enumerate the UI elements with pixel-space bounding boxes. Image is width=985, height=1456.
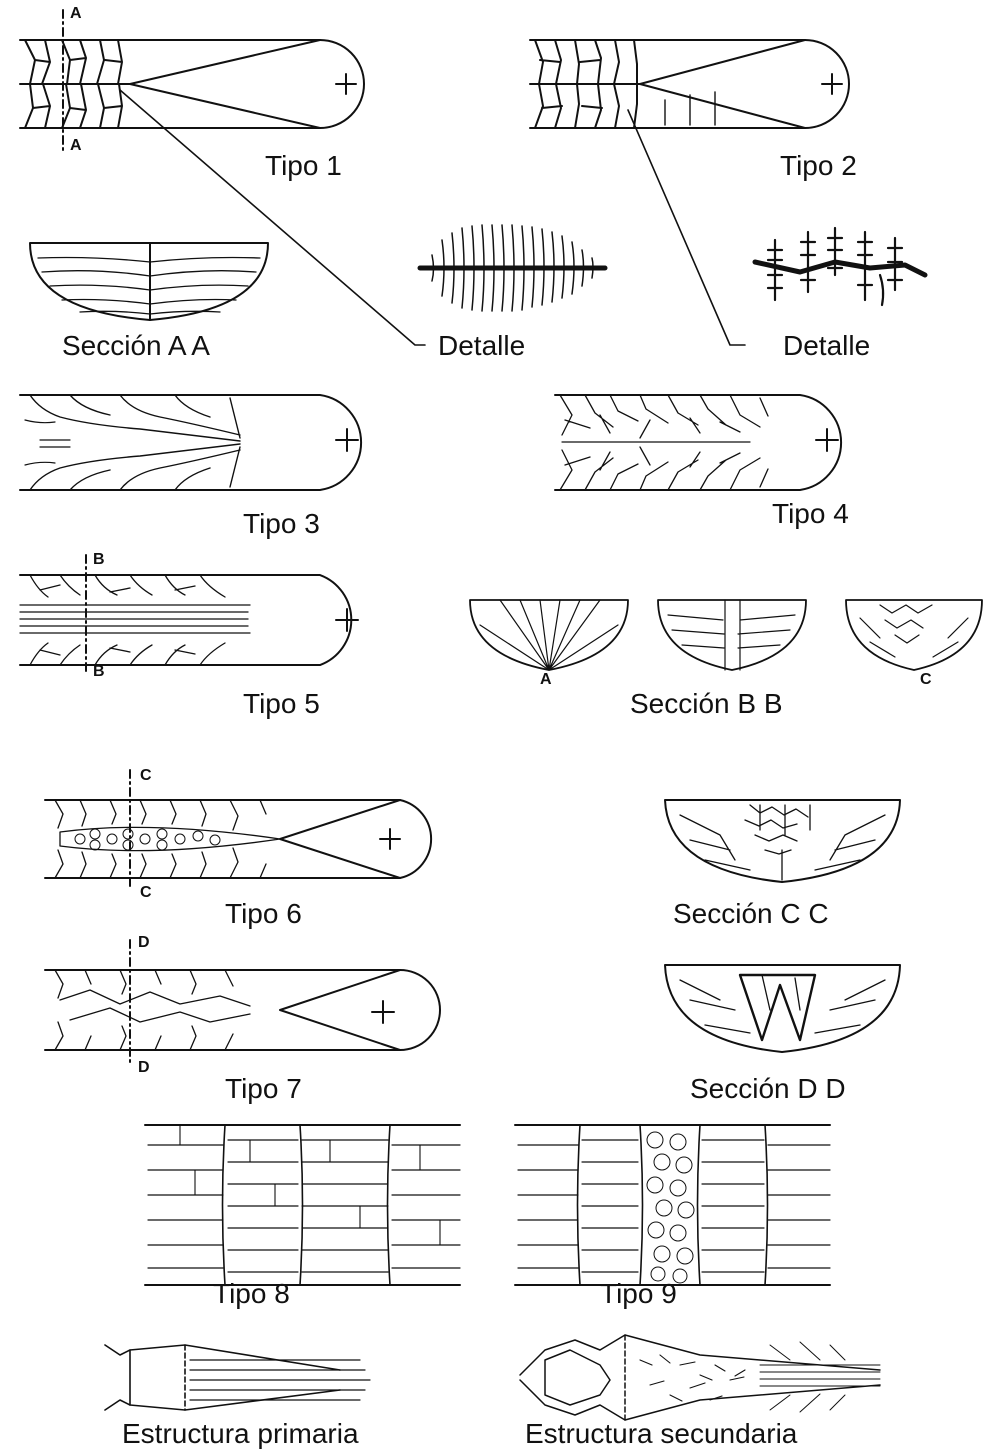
label-tipo-3: Tipo 3 [243, 510, 320, 538]
mark-a-top: A [70, 6, 82, 22]
label-estructura-primaria: Estructura primaria [122, 1420, 359, 1448]
estructura-primaria-drawing [105, 1345, 370, 1410]
mark-b-bottom: B [93, 664, 105, 680]
label-seccion-dd: Sección D D [690, 1075, 846, 1103]
label-seccion-cc: Sección C C [673, 900, 829, 928]
tipo-1-weld-bead [20, 10, 425, 345]
label-tipo-2: Tipo 2 [780, 152, 857, 180]
tipo-8-weld-bead [145, 1125, 460, 1285]
detalle-2-dendrite [755, 228, 925, 305]
mark-c-bottom: C [140, 885, 152, 901]
tipo-7-weld-bead [45, 940, 440, 1065]
mark-b-top: B [93, 552, 105, 568]
label-tipo-6: Tipo 6 [225, 900, 302, 928]
tipo-6-weld-bead [45, 770, 431, 890]
tipo-4-weld-bead [555, 395, 841, 490]
label-seccion-aa: Sección A A [62, 332, 210, 360]
label-estructura-secundaria: Estructura secundaria [525, 1420, 797, 1448]
seccion-aa-half-disc [30, 243, 268, 320]
mark-c-top: C [140, 768, 152, 784]
seccion-dd-half-disc [665, 965, 900, 1052]
label-tipo-4: Tipo 4 [772, 500, 849, 528]
label-tipo-7: Tipo 7 [225, 1075, 302, 1103]
label-tipo-1: Tipo 1 [265, 152, 342, 180]
mark-sub-c: C [920, 672, 932, 688]
mark-a-bottom: A [70, 138, 82, 154]
label-detalle-1: Detalle [438, 332, 525, 360]
seccion-bb-half-discs [470, 600, 982, 670]
detalle-1-dendrite [420, 225, 605, 311]
label-tipo-5: Tipo 5 [243, 690, 320, 718]
label-tipo-9: Tipo 9 [600, 1280, 677, 1308]
mark-d-top: D [138, 935, 150, 951]
tipo-5-weld-bead [20, 555, 358, 672]
mark-d-bottom: D [138, 1060, 150, 1076]
label-tipo-8: Tipo 8 [213, 1280, 290, 1308]
estructura-secundaria-drawing [520, 1335, 880, 1420]
tipo-3-weld-bead [20, 395, 361, 490]
tipo-2-weld-bead [530, 40, 849, 345]
mark-sub-a: A [540, 672, 552, 688]
seccion-cc-half-disc [665, 800, 900, 882]
label-detalle-2: Detalle [783, 332, 870, 360]
tipo-9-weld-bead [515, 1125, 830, 1285]
label-seccion-bb: Sección B B [630, 690, 783, 718]
